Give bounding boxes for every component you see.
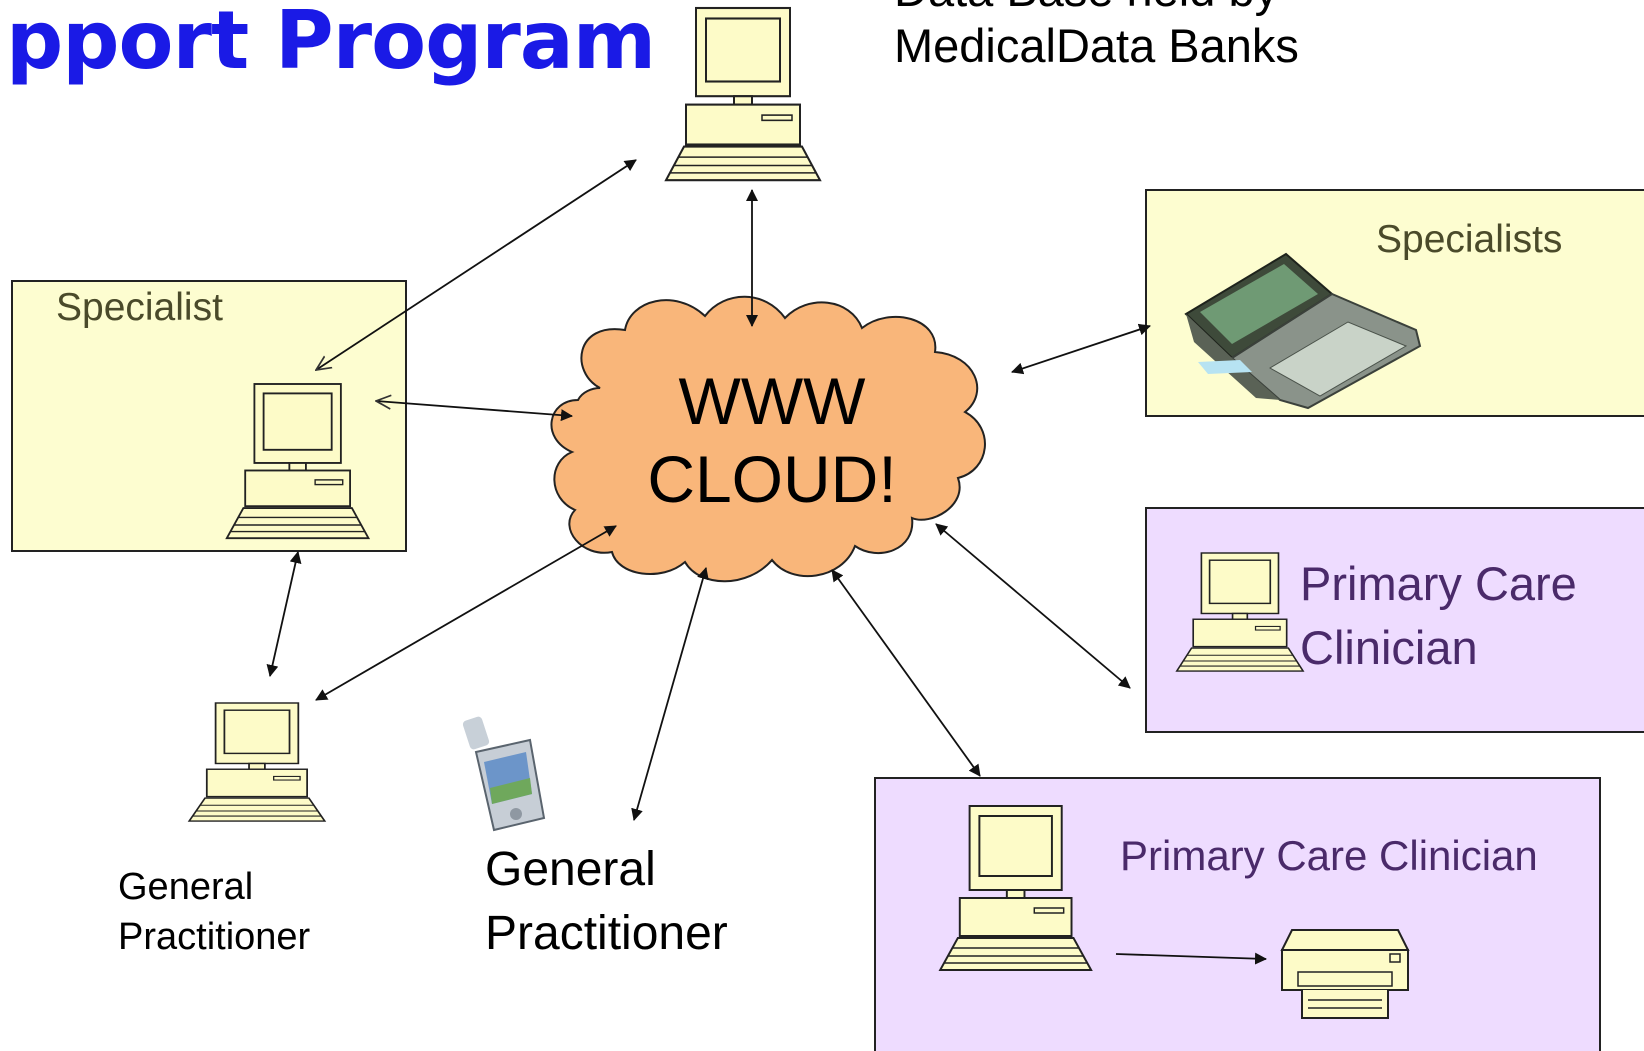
primary-care-label-1: Primary Care Clinician xyxy=(1300,557,1577,674)
arrow-cloud-specialists xyxy=(1011,323,1151,375)
specialist-label: Specialist xyxy=(56,286,223,329)
arrow-specialist-database xyxy=(316,159,636,370)
arrow-cloud-gp-middle xyxy=(631,567,709,821)
gp-computer-icon xyxy=(188,702,326,822)
primary-care-label-2: Primary Care Clinician xyxy=(1120,832,1538,879)
database-computer-icon xyxy=(664,6,822,182)
arrow-specialist-gp xyxy=(266,551,302,677)
pda-icon xyxy=(462,716,546,832)
arrow-cloud-primary-care-1 xyxy=(935,523,1131,689)
handheld-pc-icon xyxy=(1184,252,1422,410)
cloud-label: WWW CLOUD! xyxy=(647,364,897,516)
page-title: pport Program xyxy=(6,0,656,87)
arrow-specialist-cloud xyxy=(376,401,572,416)
specialists-label: Specialists xyxy=(1376,218,1563,261)
arrow-cloud-gp-left xyxy=(315,525,617,701)
gp-middle-label: General Practitioner xyxy=(485,843,728,960)
database-caption: Data Base held by MedicalData Banks xyxy=(894,0,1299,72)
arrow-computer-printer xyxy=(1115,952,1267,965)
gp-left-label: General Practitioner xyxy=(118,866,311,958)
arrow-cloud-primary-care-2 xyxy=(831,569,981,777)
